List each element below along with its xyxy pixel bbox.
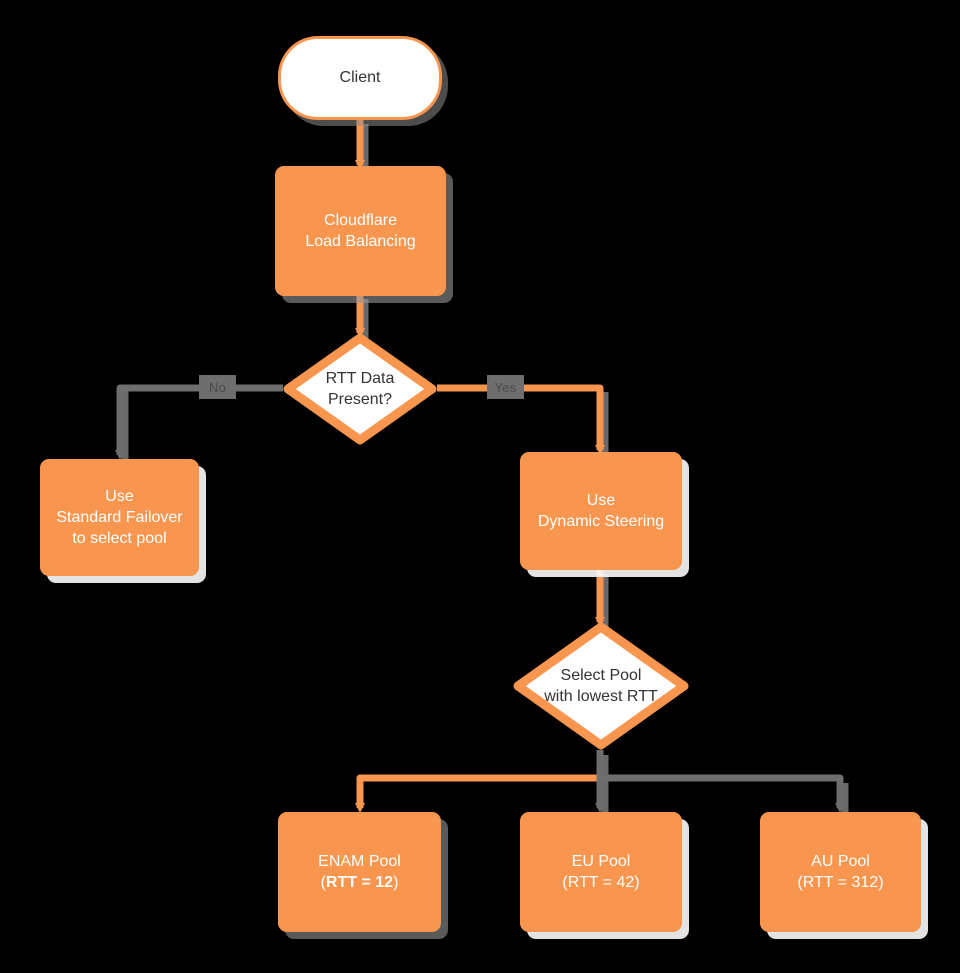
node-client-label: Client xyxy=(339,69,381,87)
diamond-shape xyxy=(513,622,689,750)
node-au-line1: AU Pool xyxy=(811,852,870,870)
node-cloudflare-load-balancing[interactable]: Cloudflare Load Balancing xyxy=(275,166,446,296)
node-enam-rtt-value: RTT = 12 xyxy=(325,874,394,891)
node-select-pool-line1: Select Pool xyxy=(560,666,642,684)
node-client[interactable]: Client xyxy=(278,36,442,120)
node-enam-pool-label: ENAM Pool (RTT = 12) xyxy=(318,851,401,893)
node-au-pool[interactable]: AU Pool (RTT = 312) xyxy=(760,812,921,932)
edge-selectpool-to-enam xyxy=(355,750,604,813)
node-lb-line1: Cloudflare xyxy=(324,211,397,229)
node-select-pool-label: Select Pool with lowest RTT xyxy=(513,665,689,707)
node-steering-line1: Use xyxy=(586,491,616,509)
node-enam-rtt-prefix: ( xyxy=(320,874,326,891)
node-failover-line3: to select pool xyxy=(72,530,167,548)
node-select-pool-line2: with lowest RTT xyxy=(544,688,658,705)
node-enam-rtt-suffix: ) xyxy=(393,874,399,891)
node-standard-failover[interactable]: Use Standard Failover to select pool xyxy=(40,459,199,576)
node-standard-failover-label: Use Standard Failover to select pool xyxy=(56,486,182,549)
node-lb-line2: Load Balancing xyxy=(305,233,416,250)
node-eu-pool-label: EU Pool (RTT = 42) xyxy=(562,851,639,893)
node-steering-line2: Dynamic Steering xyxy=(537,513,665,530)
edge-label-no: No xyxy=(199,375,236,399)
edge-label-yes: Yes xyxy=(487,375,524,399)
diamond-shape xyxy=(283,333,437,445)
node-eu-line1: EU Pool xyxy=(571,852,631,870)
node-eu-pool[interactable]: EU Pool (RTT = 42) xyxy=(520,812,682,932)
node-failover-line2: Standard Failover xyxy=(56,508,183,526)
node-au-pool-label: AU Pool (RTT = 312) xyxy=(797,851,883,893)
node-enam-rtt: (RTT = 12) xyxy=(321,874,399,891)
node-enam-line1: ENAM Pool xyxy=(318,852,401,870)
node-failover-line1: Use xyxy=(105,487,134,505)
node-enam-pool[interactable]: ENAM Pool (RTT = 12) xyxy=(278,812,441,932)
node-cloudflare-load-balancing-label: Cloudflare Load Balancing xyxy=(305,210,415,252)
node-au-line2: (RTT = 312) xyxy=(797,874,884,891)
node-dynamic-steering-label: Use Dynamic Steering xyxy=(538,490,664,532)
edge-selectpool-to-au xyxy=(600,774,845,813)
node-select-pool-decision[interactable]: Select Pool with lowest RTT xyxy=(513,622,689,750)
node-rtt-decision-label: RTT Data Present? xyxy=(283,368,437,410)
node-rtt-decision-line2: Present? xyxy=(327,391,393,408)
node-rtt-data-present-decision[interactable]: RTT Data Present? xyxy=(283,333,437,445)
node-dynamic-steering[interactable]: Use Dynamic Steering xyxy=(520,452,682,570)
node-eu-line2: (RTT = 42) xyxy=(562,874,640,891)
node-rtt-decision-line1: RTT Data xyxy=(325,369,395,387)
